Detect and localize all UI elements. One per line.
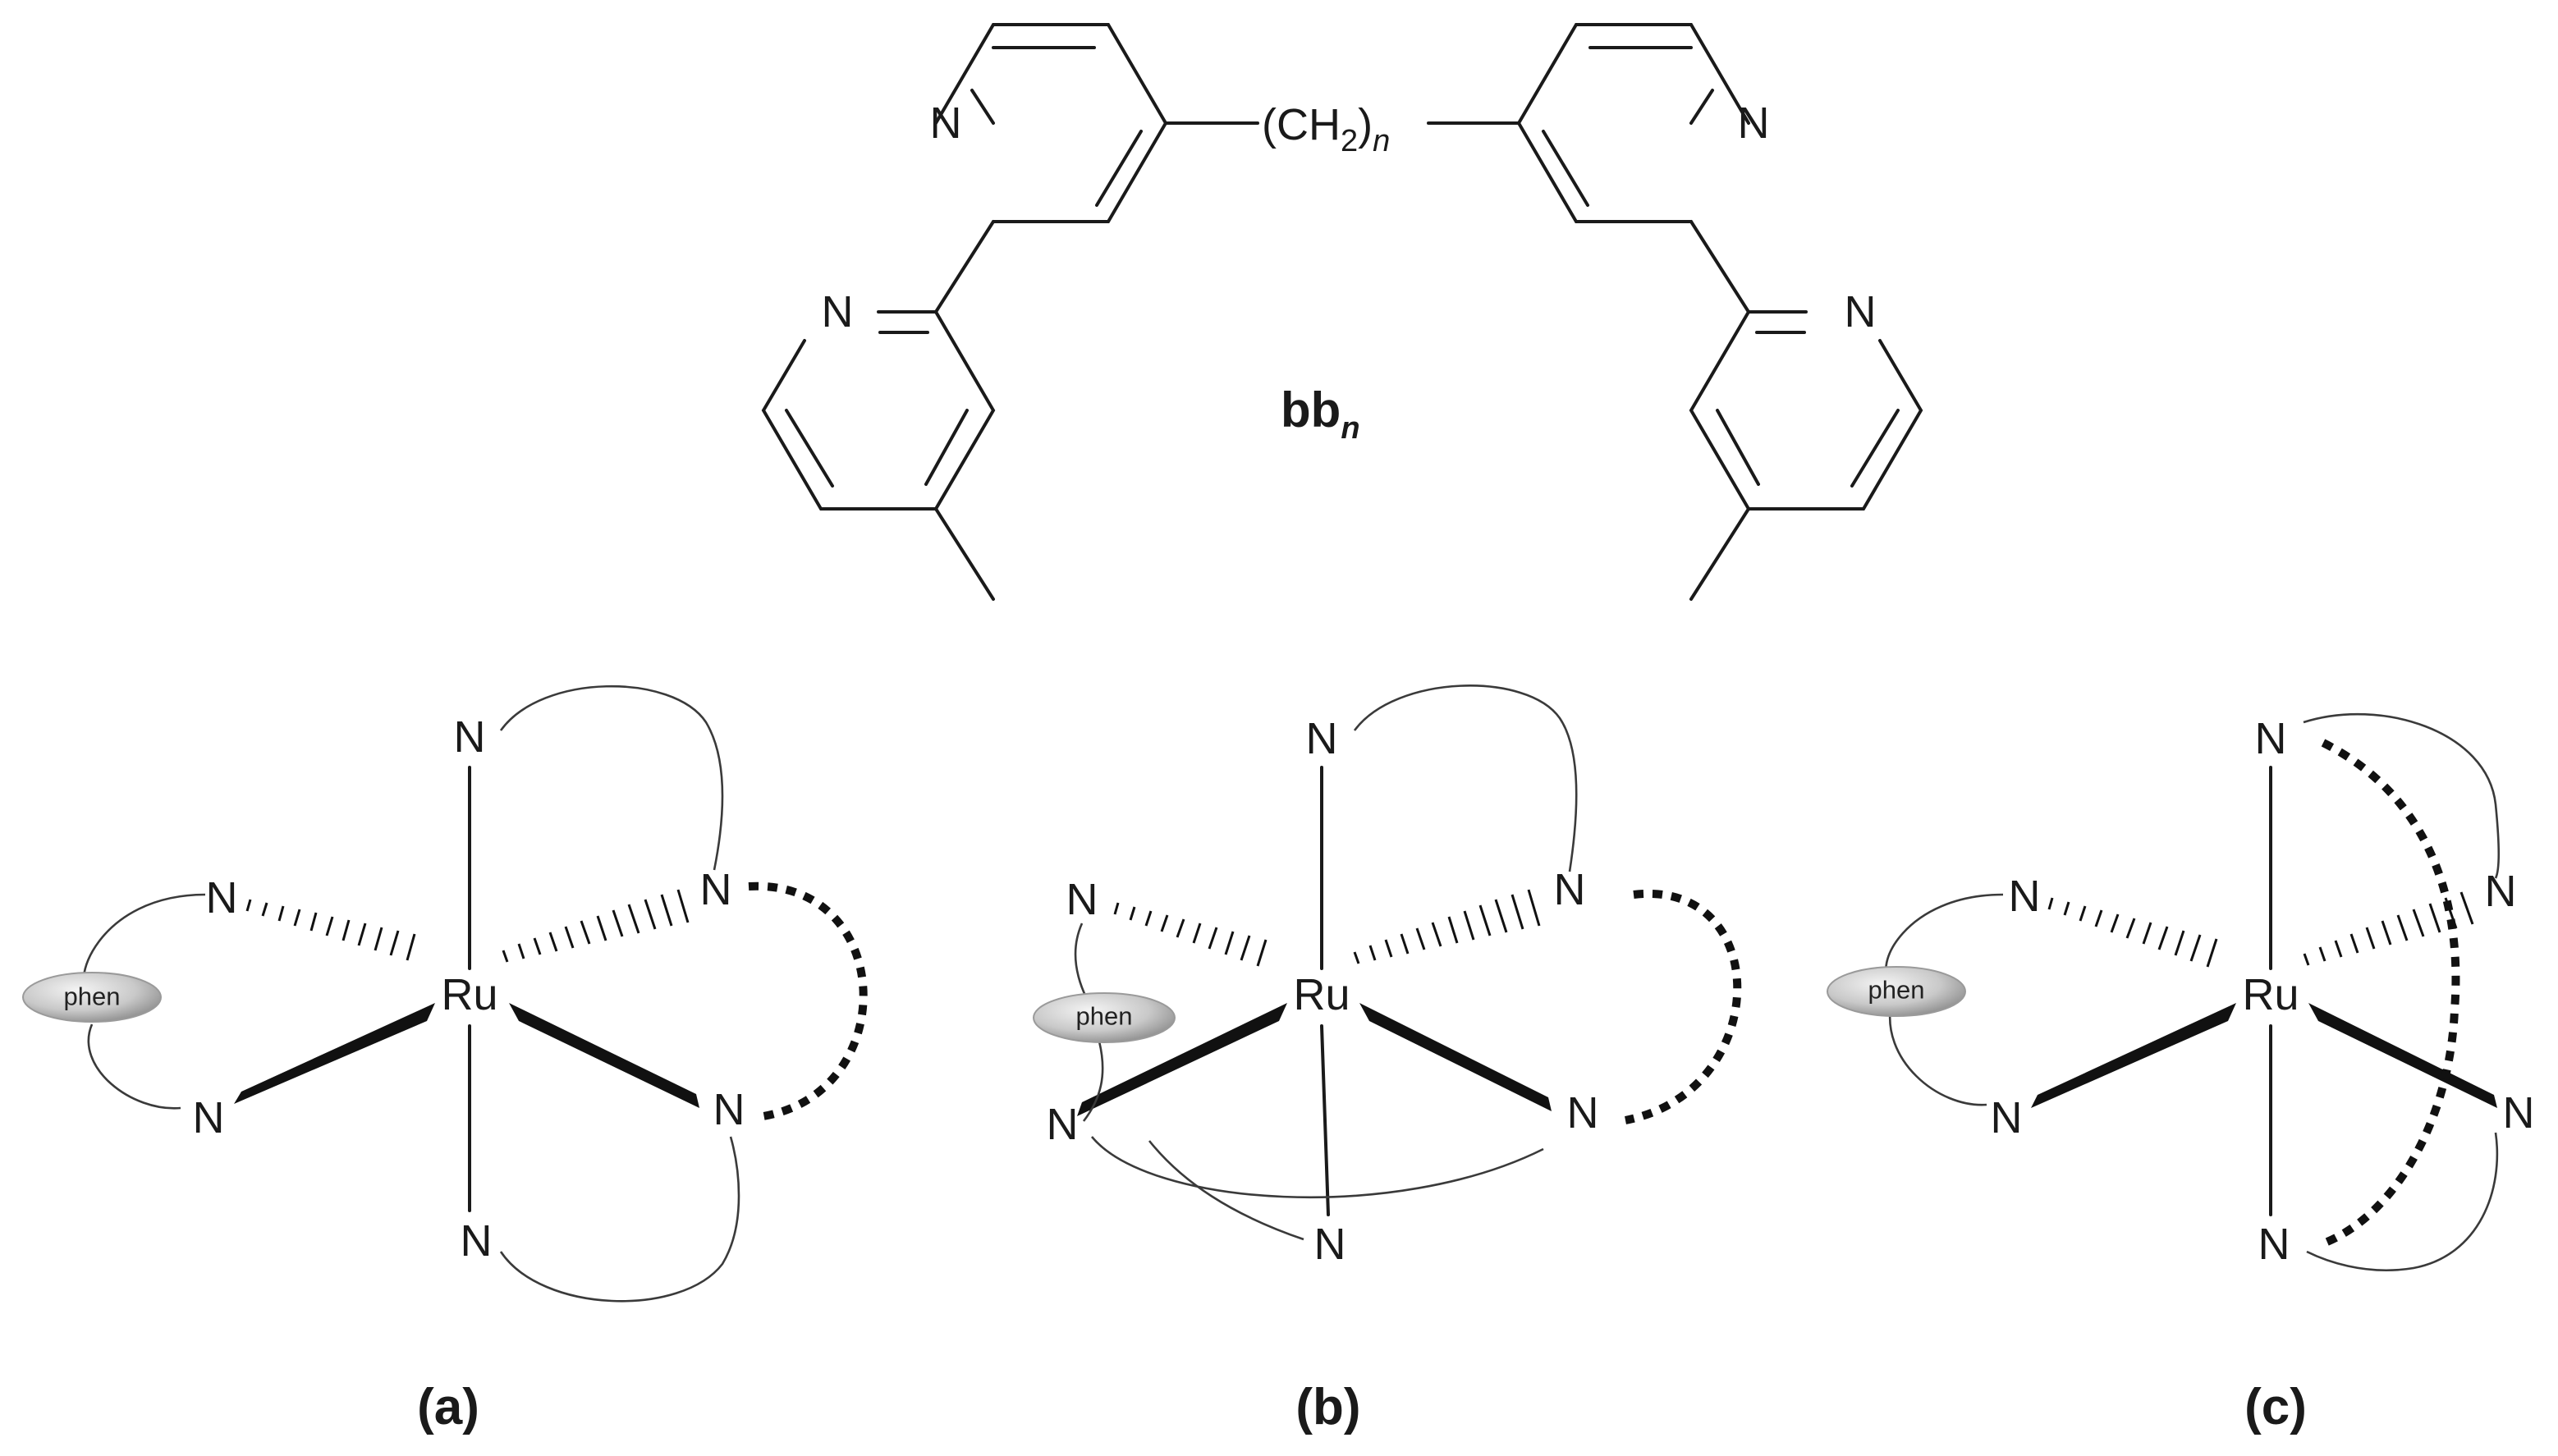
bbn-ligand-structure: N N N N (CH2)n bbn bbox=[761, 23, 1923, 601]
ligand-n-upper-right: N bbox=[1738, 98, 1770, 148]
donor-n-right-lower: N bbox=[1567, 1088, 1599, 1138]
bb-linker-arc-bottom bbox=[1090, 1136, 1544, 1199]
linker-group: (CH bbox=[1262, 100, 1341, 149]
donor-n-right-upper: N bbox=[700, 865, 732, 914]
panel-a: phen N N N N N N Ru (a) bbox=[22, 685, 868, 1435]
linker-label: (CH2)n bbox=[1262, 100, 1390, 158]
left-biaryl-bond bbox=[934, 220, 995, 314]
donor-n-right-upper: N bbox=[2485, 867, 2517, 916]
linker-subscript: 2 bbox=[1341, 124, 1358, 158]
lower-right-pyridine-ring bbox=[1689, 310, 1923, 511]
ligand-name-main: bb bbox=[1281, 382, 1341, 437]
panel-caption: (c) bbox=[2244, 1379, 2307, 1435]
hashed-bond-left bbox=[2047, 897, 2218, 968]
bb-linker-arc-bottom bbox=[499, 1136, 740, 1303]
hashed-bond-right bbox=[502, 889, 690, 963]
phen-label: phen bbox=[1076, 1002, 1133, 1031]
metal-ru: Ru bbox=[441, 970, 497, 1019]
donor-n-top: N bbox=[2255, 714, 2287, 763]
donor-n-left-upper: N bbox=[2009, 872, 2041, 921]
donor-n-right-upper: N bbox=[1554, 865, 1586, 914]
right-methyl-bond bbox=[1689, 507, 1750, 601]
panel-c: phen N N N N N N Ru (c) bbox=[1827, 712, 2535, 1435]
upper-right-pyridine-ring bbox=[1516, 23, 1750, 223]
axial-bond-bottom bbox=[1320, 1024, 1330, 1216]
ligand-name-subscript: n bbox=[1341, 411, 1359, 446]
donor-n-left-lower: N bbox=[1991, 1093, 2023, 1142]
donor-n-top: N bbox=[1306, 714, 1338, 763]
ligand-n-upper-left: N bbox=[930, 98, 962, 148]
metal-ru: Ru bbox=[2242, 970, 2299, 1019]
wedge-bond-right bbox=[2308, 1003, 2497, 1108]
bb-linker-dotted-arc bbox=[748, 881, 868, 1120]
panel-caption: (b) bbox=[1295, 1379, 1360, 1435]
hashed-bond-right bbox=[1353, 889, 1541, 964]
bb-linker-arc-outer bbox=[2303, 712, 2501, 1271]
donor-n-right-lower: N bbox=[2503, 1088, 2535, 1138]
lower-left-pyridine-ring bbox=[761, 310, 996, 511]
linker-close: ) bbox=[1358, 100, 1373, 149]
donor-n-left-lower: N bbox=[193, 1093, 225, 1142]
panel-b: phen N N N N N N Ru (b) bbox=[1033, 685, 1742, 1435]
ligand-n-lower-right: N bbox=[1845, 287, 1877, 337]
phen-to-axial-arc bbox=[1148, 1140, 1304, 1241]
hashed-bond-left bbox=[1113, 902, 1268, 967]
panel-caption: (a) bbox=[417, 1379, 479, 1435]
wedge-bond-left bbox=[2031, 1003, 2236, 1108]
bb-linker-dotted-arc bbox=[1625, 889, 1742, 1124]
left-methyl-bond bbox=[934, 507, 995, 601]
phen-ellipse bbox=[1827, 966, 1966, 1017]
donor-n-bottom: N bbox=[1314, 1220, 1346, 1269]
phen-label: phen bbox=[1868, 976, 1925, 1005]
linker-n-subscript: n bbox=[1373, 124, 1390, 158]
ligand-name: bbn bbox=[1281, 382, 1360, 446]
wedge-bond-right bbox=[1359, 1003, 1552, 1111]
hashed-bond-right bbox=[2303, 891, 2474, 966]
donor-n-left-lower: N bbox=[1047, 1100, 1079, 1149]
donor-n-top: N bbox=[454, 712, 486, 762]
donor-n-left-upper: N bbox=[206, 873, 238, 923]
ligand-n-lower-left: N bbox=[822, 287, 854, 337]
bb-linker-arc-top bbox=[1353, 685, 1578, 872]
metal-ru: Ru bbox=[1293, 970, 1350, 1019]
hashed-bond-left bbox=[245, 899, 416, 961]
right-biaryl-bond bbox=[1689, 220, 1750, 314]
bb-linker-arc-top bbox=[499, 685, 724, 871]
upper-left-pyridine-ring bbox=[934, 23, 1168, 223]
donor-n-right-lower: N bbox=[713, 1085, 745, 1134]
wedge-bond-right bbox=[509, 1003, 699, 1108]
donor-n-bottom: N bbox=[2258, 1220, 2290, 1269]
wedge-bond-left bbox=[234, 1003, 435, 1104]
phen-ellipse bbox=[22, 972, 162, 1023]
bb-linker-dotted-arc bbox=[2321, 739, 2460, 1248]
phen-ellipse bbox=[1033, 992, 1176, 1043]
wedge-bond-left bbox=[1077, 1003, 1287, 1116]
donor-n-bottom: N bbox=[461, 1216, 493, 1266]
donor-n-left-upper: N bbox=[1066, 875, 1098, 924]
phen-label: phen bbox=[64, 982, 121, 1011]
